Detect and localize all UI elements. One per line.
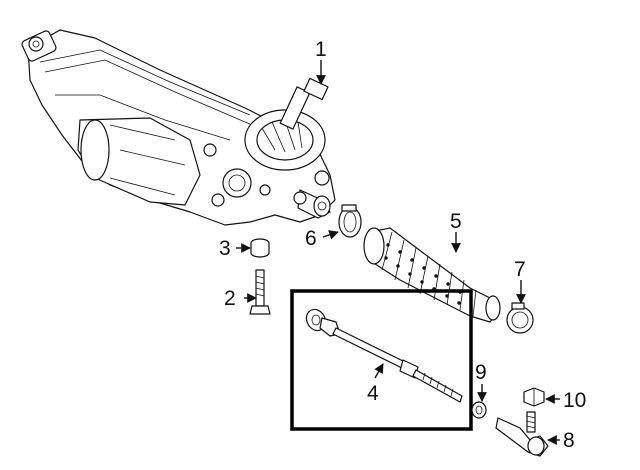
- mounting-bolt: [249, 269, 271, 315]
- cap-nut: [250, 238, 270, 258]
- steering-rack-assembly: [21, 29, 336, 226]
- callout-1: 1: [315, 38, 327, 61]
- callout-8: 8: [563, 429, 575, 452]
- castle-nut: [523, 387, 545, 407]
- inner-tie-rod: [305, 308, 463, 403]
- bellows-boot: [363, 227, 501, 323]
- boot-clamp-outer: [506, 302, 534, 334]
- callout-10: 10: [563, 389, 586, 412]
- boot-clamp-inner: [338, 204, 362, 238]
- callout-6: 6: [305, 227, 317, 250]
- callout-4: 4: [367, 382, 379, 405]
- callout-3: 3: [219, 237, 231, 260]
- outer-tie-rod-end: [495, 411, 549, 457]
- callout-2: 2: [224, 287, 236, 310]
- highlight-box: [290, 289, 473, 431]
- callout-9: 9: [475, 361, 487, 384]
- callout-5: 5: [450, 210, 462, 233]
- callout-lines: [236, 60, 560, 445]
- callout-7: 7: [514, 258, 526, 281]
- jam-nut: [471, 401, 487, 419]
